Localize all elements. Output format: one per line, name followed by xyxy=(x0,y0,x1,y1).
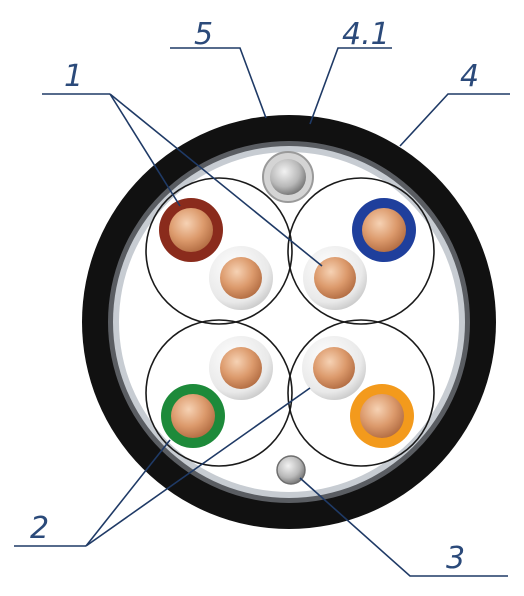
conductor-orange xyxy=(350,384,414,448)
pair-wrap-top-right xyxy=(287,177,435,325)
conductor-brown xyxy=(159,198,223,262)
pair-wrap-bottom-right xyxy=(287,319,435,467)
conductor-green xyxy=(161,384,225,448)
conductor-white-brown xyxy=(209,246,273,310)
callout-3: 3 xyxy=(446,541,465,576)
callout-2: 2 xyxy=(30,511,49,546)
pair-wrap-bottom-left xyxy=(145,319,293,467)
leader-lines xyxy=(14,47,510,577)
callout-1: 1 xyxy=(64,59,83,94)
drain-wire-bottom xyxy=(276,455,306,485)
callout-4-1: 4.1 xyxy=(342,17,390,52)
callout-4: 4 xyxy=(460,59,479,94)
conductor-white-orange xyxy=(302,336,366,400)
drain-wire-top xyxy=(262,151,314,203)
pair-wrap-top-left xyxy=(145,177,293,325)
conductor-blue xyxy=(352,198,416,262)
conductor-white-green xyxy=(209,336,273,400)
conductor-white-blue xyxy=(303,246,367,310)
callout-5: 5 xyxy=(194,17,213,52)
